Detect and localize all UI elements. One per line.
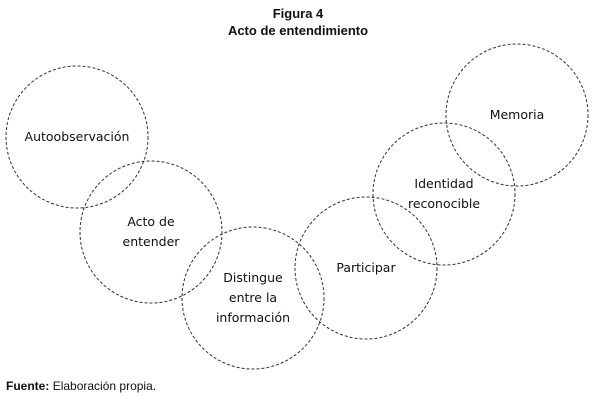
circle-participar	[294, 196, 438, 340]
label-distingue-informacion-line-2: entre la	[229, 290, 277, 305]
circle-distingue-informacion	[181, 226, 325, 370]
label-autoobservacion-line-1: Autoobservación	[25, 129, 130, 144]
source-text: Elaboración propia.	[52, 379, 157, 393]
label-acto-de-entender-line-1: Acto de	[127, 214, 175, 229]
label-identidad-reconocible-line-2: reconocible	[408, 196, 480, 211]
figure-title: Acto de entendimiento	[227, 23, 369, 38]
label-distingue-informacion-line-1: Distingue	[223, 270, 283, 285]
circle-memoria	[445, 43, 589, 187]
label-memoria-line-1: Memoria	[490, 107, 545, 122]
label-participar-line-1: Participar	[336, 260, 396, 275]
source-note: Fuente: Elaboración propia.	[6, 379, 156, 393]
label-acto-de-entender-line-2: entender	[123, 234, 181, 249]
label-distingue-informacion-line-3: información	[216, 310, 290, 325]
figure-label: Figura 4	[272, 6, 324, 21]
label-identidad-reconocible-line-1: Identidad	[414, 176, 473, 191]
source-label: Fuente:	[6, 379, 50, 393]
circle-identidad-reconocible	[372, 122, 516, 266]
circle-autoobservacion	[5, 65, 149, 209]
circle-acto-de-entender	[79, 160, 223, 304]
